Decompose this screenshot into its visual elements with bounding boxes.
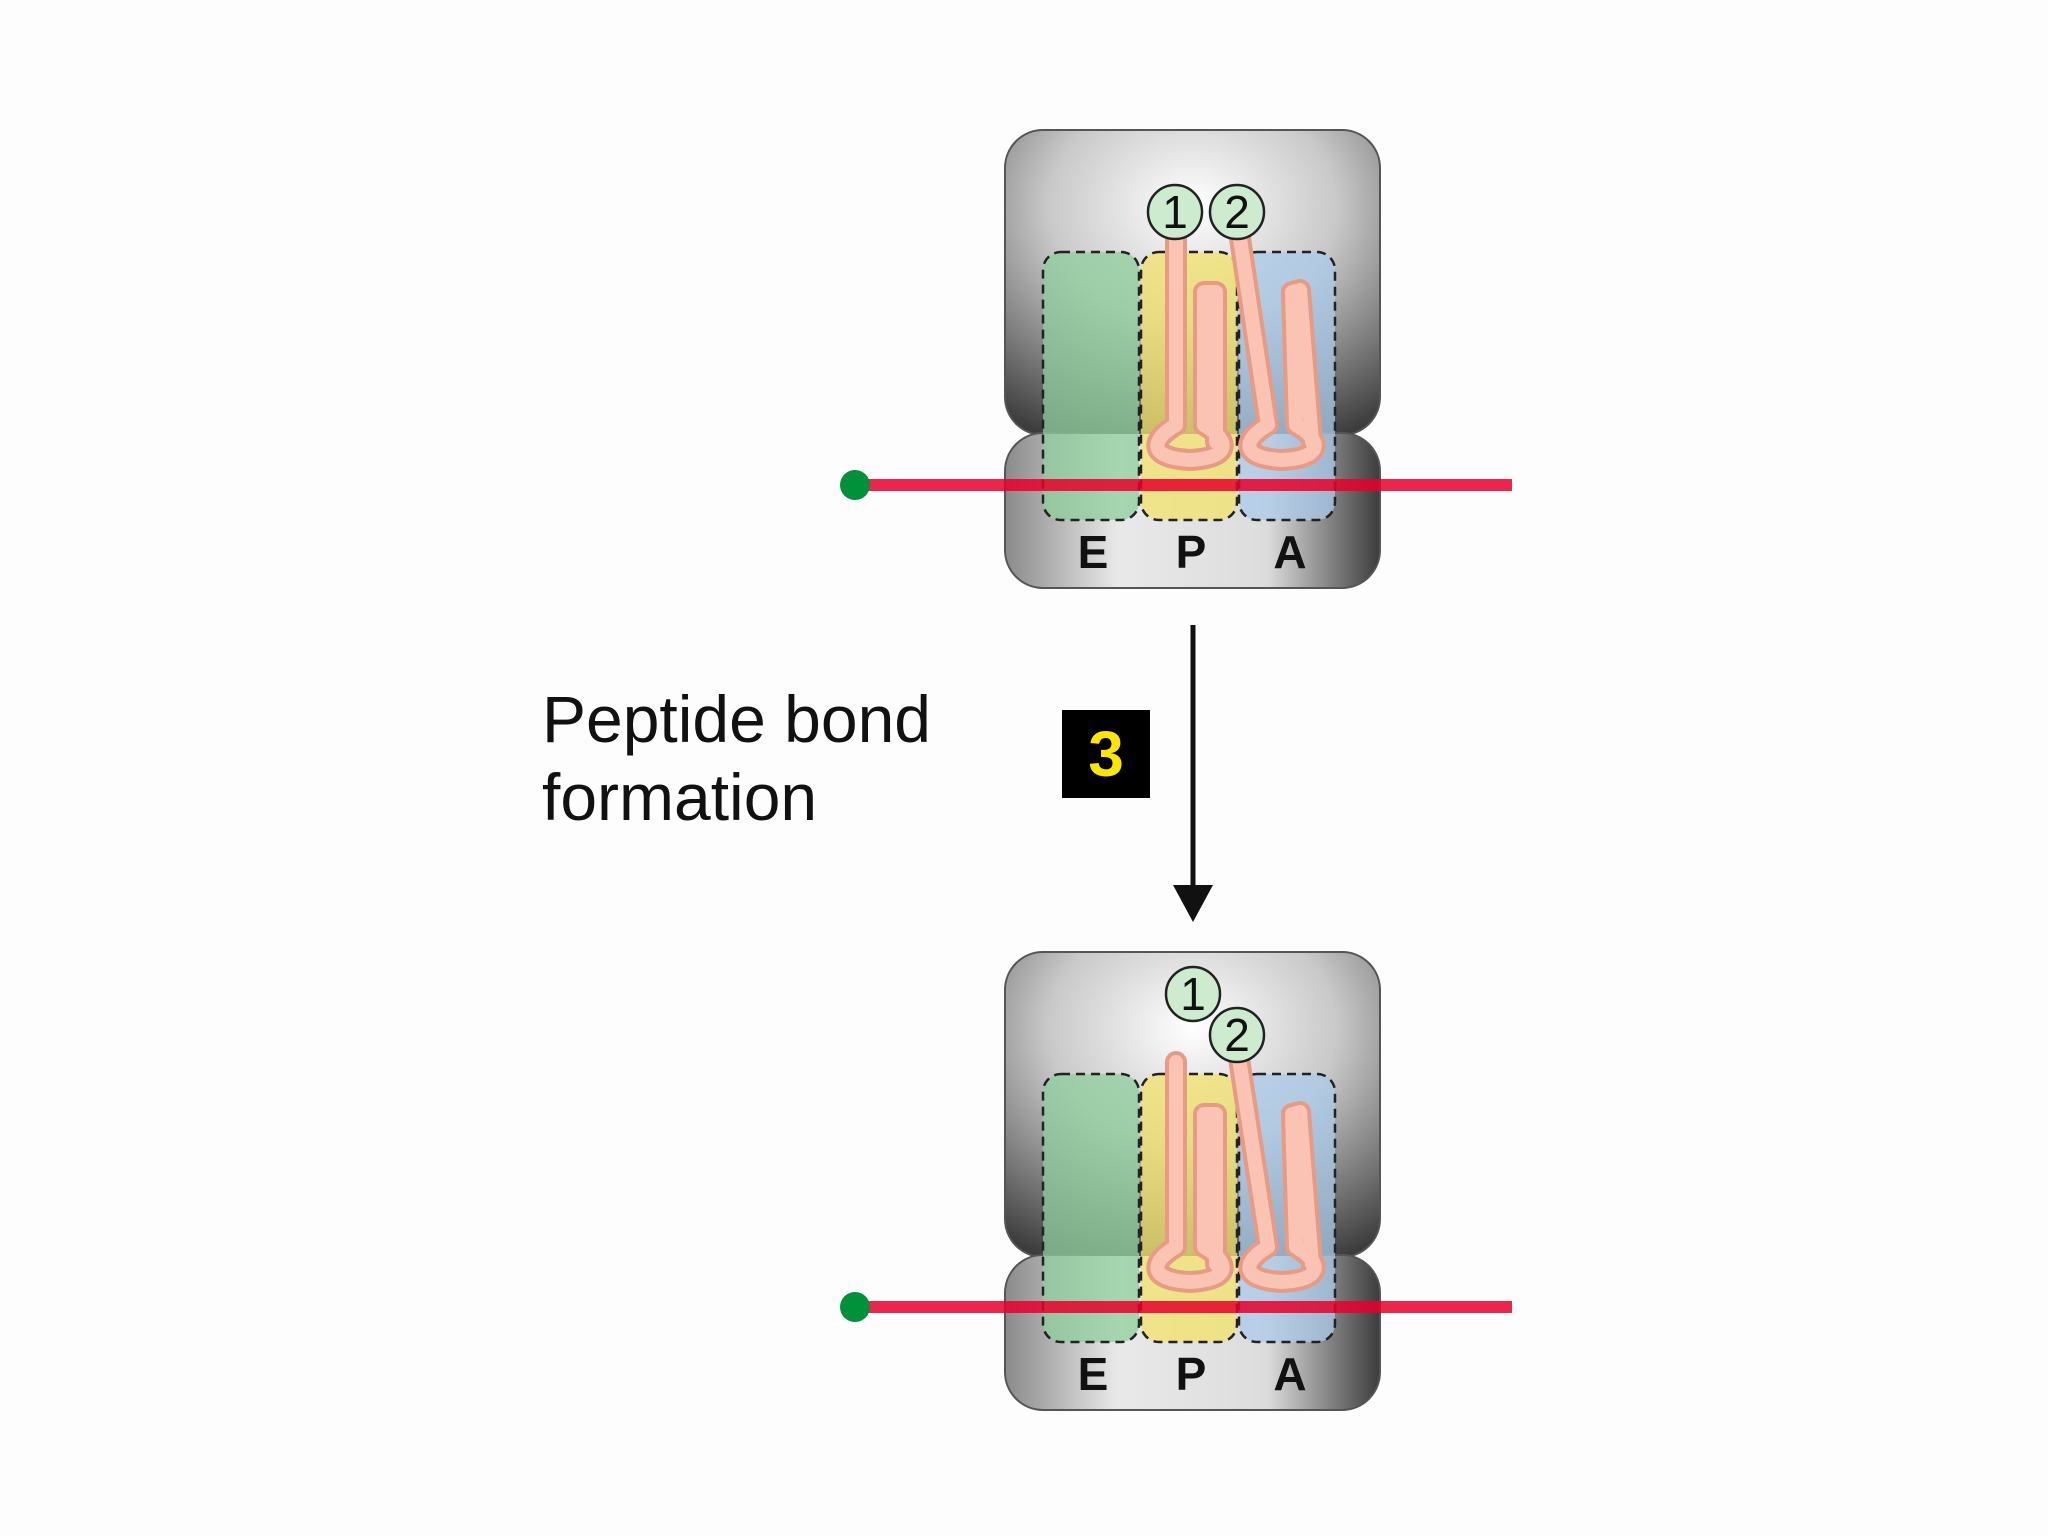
ribosome-before: 1 2 E P A	[840, 129, 1512, 589]
site-label-e: E	[1078, 1348, 1109, 1400]
svg-text:2: 2	[1224, 1009, 1250, 1061]
svg-text:2: 2	[1224, 186, 1250, 238]
site-label-e: E	[1078, 526, 1109, 578]
step-caption-line-1: Peptide bond	[542, 682, 932, 756]
svg-text:1: 1	[1180, 968, 1206, 1020]
p-site-trna	[1146, 214, 1234, 471]
site-label-p: P	[1176, 1348, 1207, 1400]
amino-acid-2: 2	[1208, 183, 1266, 241]
p-site-trna	[1146, 1051, 1234, 1293]
amino-acid-1: 1	[1146, 183, 1204, 241]
svg-text:1: 1	[1162, 186, 1188, 238]
amino-acid-1: 1	[1164, 965, 1222, 1023]
step-caption-line-2: formation	[542, 760, 818, 834]
a-site-trna	[1227, 1041, 1326, 1293]
step-arrow	[1173, 625, 1213, 922]
site-label-a: A	[1273, 526, 1306, 578]
ribosome-after: 1 2 E P A	[840, 951, 1512, 1411]
e-site	[1041, 1072, 1141, 1344]
e-site	[1041, 250, 1141, 522]
amino-acid-2: 2	[1208, 1006, 1266, 1064]
site-label-a: A	[1273, 1348, 1306, 1400]
mrna-5-prime-cap	[840, 1292, 870, 1322]
site-label-p: P	[1176, 526, 1207, 578]
step-caption: Peptide bond formation	[542, 680, 931, 836]
step-number-badge: 3	[1062, 710, 1150, 798]
mrna-5-prime-cap	[840, 470, 870, 500]
a-site-trna	[1227, 214, 1326, 471]
